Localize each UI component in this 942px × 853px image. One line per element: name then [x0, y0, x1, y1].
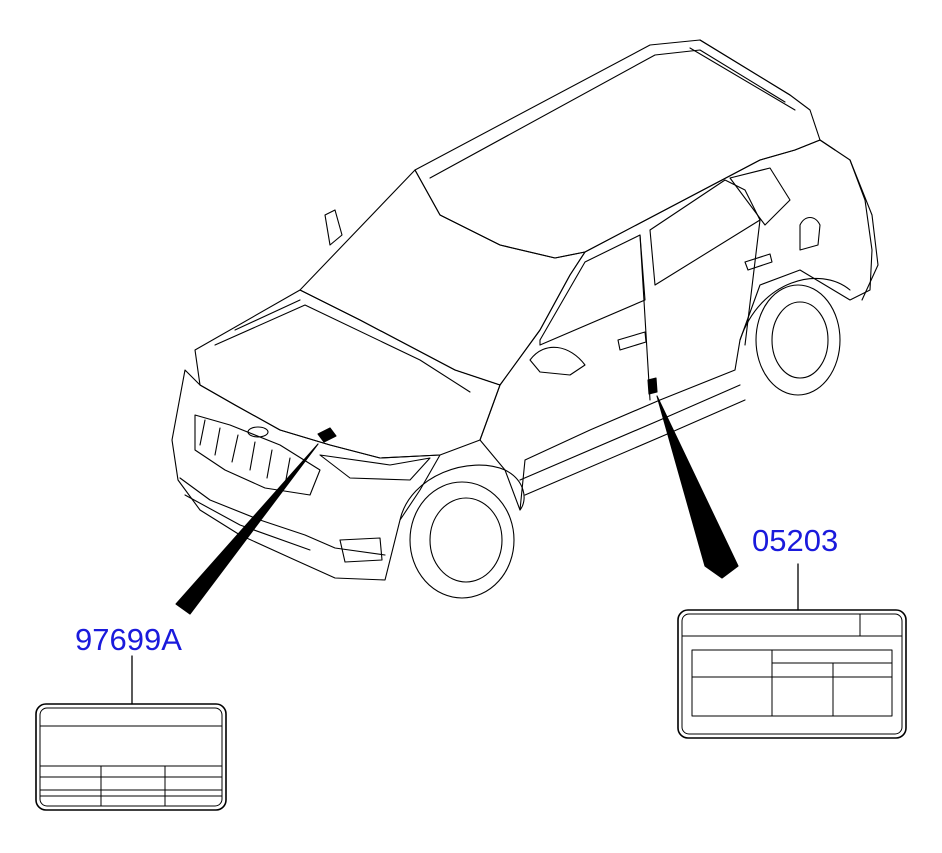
vehicle-grille: [194, 414, 321, 496]
callout-part-number-05203[interactable]: 05203: [752, 523, 839, 558]
callout-part-number-97699A[interactable]: 97699A: [75, 622, 182, 657]
leader-wedge-05203: [656, 395, 739, 579]
side-mirror: [529, 346, 586, 376]
vehicle-headlight: [319, 454, 431, 481]
label-diagram-05203: [677, 609, 907, 739]
front-wheel: [409, 481, 515, 599]
vehicle-hood: [194, 289, 501, 459]
vehicle-fog-light: [339, 537, 383, 563]
label-diagram-97699A: [35, 703, 227, 811]
vehicle-side-body: [479, 139, 873, 511]
fuel-cap: [799, 216, 821, 251]
brand-emblem: [247, 426, 269, 438]
rear-wheel: [755, 284, 841, 396]
vehicle-drawing: [171, 39, 879, 599]
door-pillar-label-marker: [647, 377, 658, 395]
hood-label-marker: [317, 427, 337, 443]
vehicle-windshield: [299, 169, 586, 386]
leader-wedge-97699A: [175, 443, 319, 615]
